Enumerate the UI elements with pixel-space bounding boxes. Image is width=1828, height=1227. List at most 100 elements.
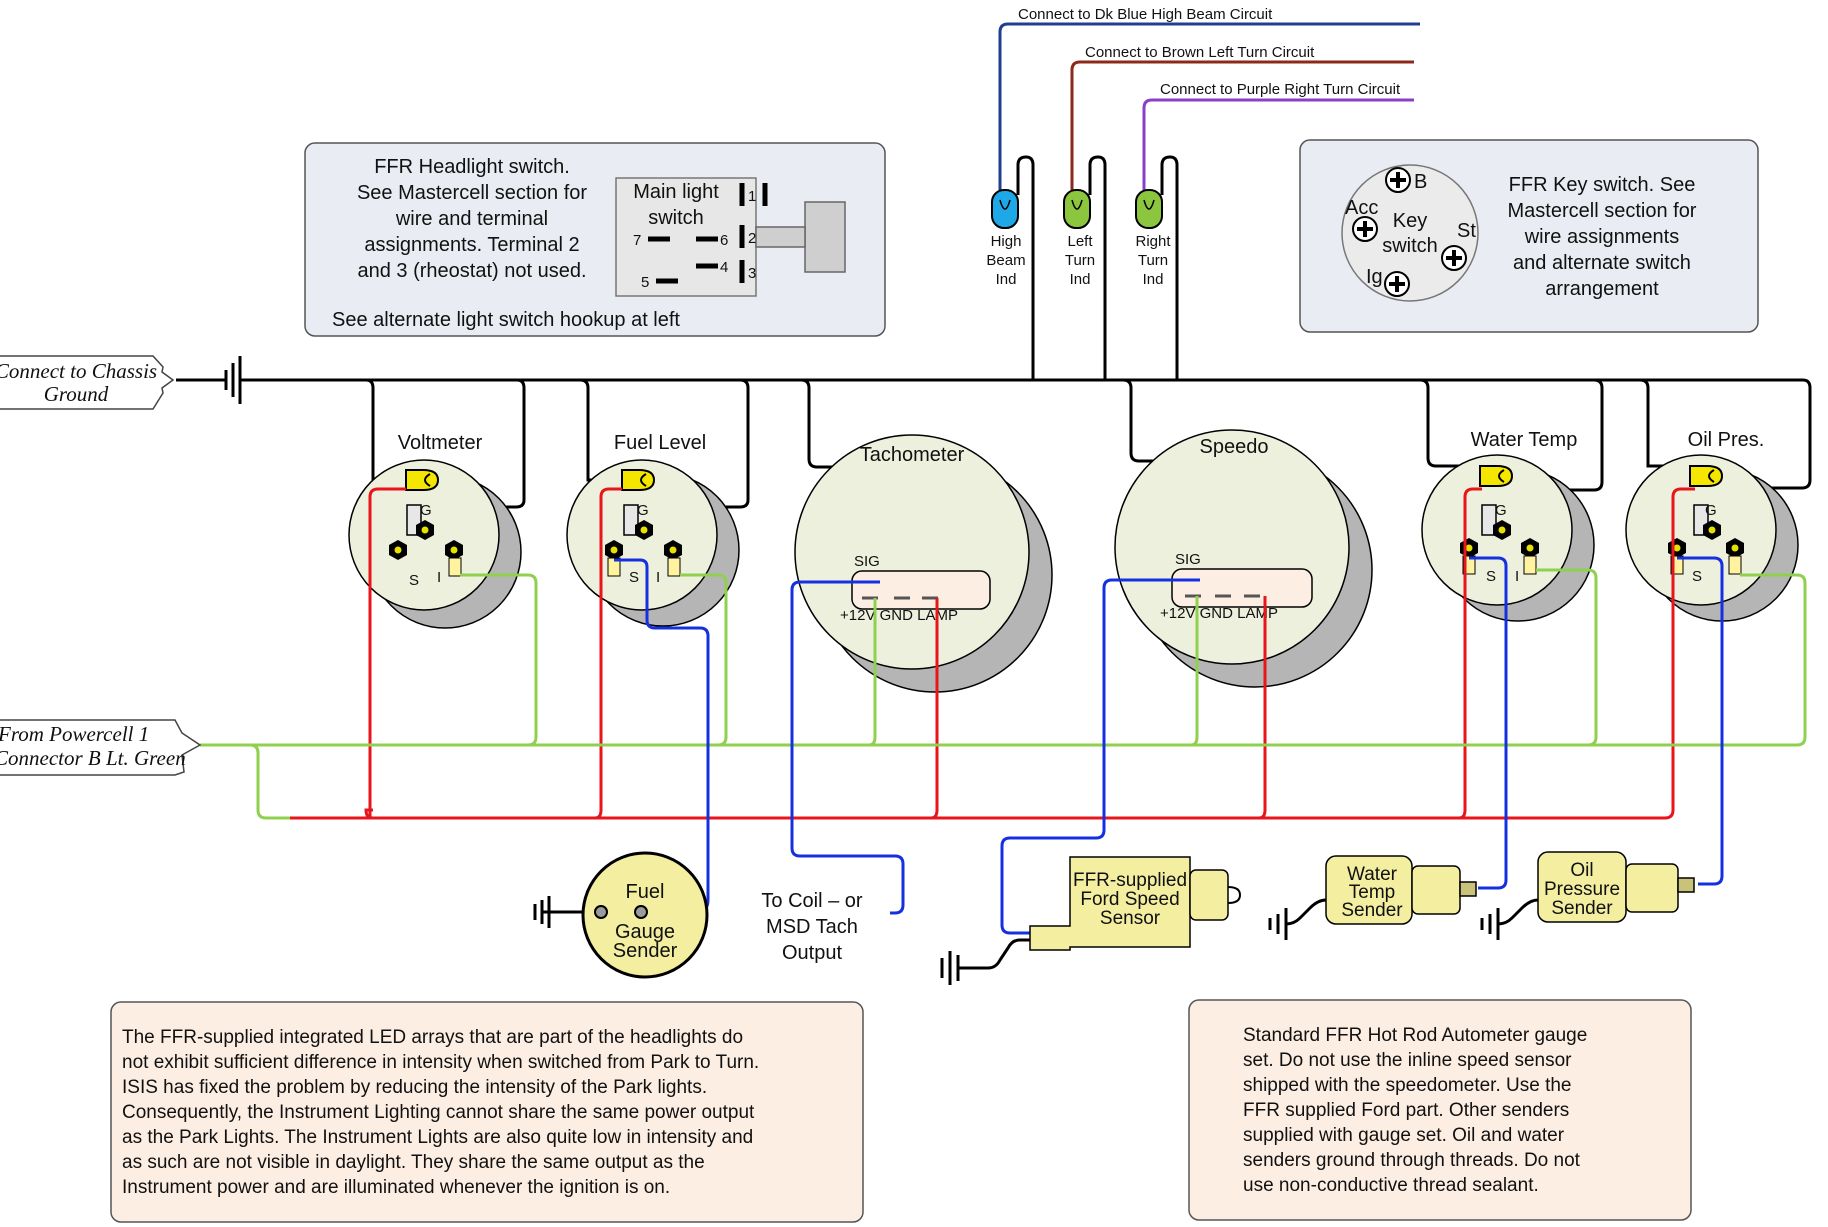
blue-signal-wires: [614, 556, 1724, 935]
voltmeter-lamp-icon: [405, 469, 440, 491]
voltmeter-g: G: [420, 502, 432, 519]
key-terminal-b-icon: [1385, 167, 1411, 193]
headlight-line-2: See Mastercell section for: [357, 182, 587, 204]
terminal-5: 5: [641, 274, 649, 291]
headlight-line-5: and 3 (rheostat) not used.: [357, 260, 586, 282]
gauge-water-temp-title: Water Temp: [1471, 429, 1578, 451]
key-switch-label-2: switch: [1382, 235, 1438, 257]
water-sender-label-3: Sender: [1341, 900, 1403, 921]
speed-sensor-ground-icon: [940, 951, 960, 985]
gauge-oil-pres: Oil Pres. G S I: [1625, 429, 1799, 622]
note-left-line-6: as such are not visible in daylight. The…: [122, 1152, 705, 1173]
terminal-3: 3: [748, 265, 756, 282]
headlight-line-4: assignments. Terminal 2: [364, 234, 579, 256]
key-pos-b: B: [1414, 171, 1427, 193]
key-terminal-acc-icon: [1352, 216, 1378, 242]
water-temp-g: G: [1495, 502, 1507, 519]
indicator-right-turn: Right Turn Ind: [1135, 155, 1179, 380]
chassis-ground-label-1: Connect to Chassis: [0, 359, 157, 383]
gauge-speedo: Speedo SIG +12V GND LAMP: [1114, 429, 1373, 688]
fuel-sender-label-3: Sender: [613, 940, 678, 962]
fuel-sender-label-1: Fuel: [626, 881, 665, 903]
fuel-sender-ground-icon: [533, 896, 570, 928]
right-turn-label-3: Ind: [1143, 271, 1164, 288]
note-right-line-3: shipped with the speedometer. Use the: [1243, 1075, 1571, 1096]
chassis-ground-callout: Connect to Chassis Ground: [0, 355, 290, 410]
fuel-level-lamp-icon: [621, 469, 656, 491]
chassis-ground-label-2: Ground: [44, 382, 109, 406]
note-left: The FFR-supplied integrated LED arrays t…: [110, 1001, 864, 1223]
note-right: Standard FFR Hot Rod Autometer gauge set…: [1188, 999, 1692, 1221]
terminal-4: 4: [720, 259, 728, 276]
left-turn-label-3: Ind: [1070, 271, 1091, 288]
ford-speed-sensor: FFR-supplied Ford Speed Sensor: [940, 856, 1242, 985]
water-temp-s: S: [1486, 568, 1496, 585]
left-turn-label-2: Turn: [1065, 252, 1095, 269]
note-left-line-5: as the Park Lights. The Instrument Light…: [122, 1127, 753, 1148]
red-power-bus: [290, 487, 1695, 820]
headlight-footer: See alternate light switch hookup at lef…: [332, 309, 680, 331]
left-turn-label-1: Left: [1067, 233, 1093, 250]
high-beam-label-1: High: [991, 233, 1022, 250]
fuel-level-i: I: [656, 569, 660, 586]
key-switch-box: Key switch B Acc St Ig FFR Key switch. S…: [1299, 139, 1759, 333]
purple-circuit-label: Connect to Purple Right Turn Circuit: [1160, 81, 1401, 98]
top-circuit-wires: Connect to Dk Blue High Beam Circuit Con…: [998, 6, 1420, 195]
indicator-high-beam: High Beam Ind: [986, 155, 1035, 380]
note-right-line-2: set. Do not use the inline speed sensor: [1243, 1050, 1572, 1071]
note-left-line-4: Consequently, the Instrument Lighting ca…: [122, 1102, 755, 1123]
key-pos-st: St: [1457, 220, 1476, 242]
oil-sender-label-1: Oil: [1570, 860, 1593, 881]
terminal-1: 1: [748, 188, 756, 205]
voltmeter-i: I: [437, 569, 441, 586]
key-line-4: and alternate switch: [1513, 252, 1691, 274]
gauge-voltmeter: Voltmeter G S I: [348, 432, 522, 629]
key-line-2: Mastercell section for: [1508, 200, 1697, 222]
water-temp-i: I: [1515, 568, 1519, 585]
coil-label-1: To Coil – or: [761, 890, 862, 912]
key-line-5: arrangement: [1545, 278, 1659, 300]
key-pos-ig: Ig: [1366, 266, 1383, 288]
right-turn-label-2: Turn: [1138, 252, 1168, 269]
voltmeter-s: S: [409, 572, 419, 589]
oil-pres-g: G: [1705, 502, 1717, 519]
key-switch-label-1: Key: [1393, 210, 1427, 232]
high-beam-label-3: Ind: [996, 271, 1017, 288]
coil-text: To Coil – or MSD Tach Output: [761, 890, 862, 964]
terminal-2: 2: [748, 230, 756, 247]
gauge-fuel-level-title: Fuel Level: [614, 432, 706, 454]
tachometer-sig: SIG: [854, 553, 880, 570]
note-left-line-2: not exhibit sufficient difference in int…: [122, 1052, 759, 1073]
gauge-tachometer-title: Tachometer: [860, 444, 965, 466]
note-left-line-3: ISIS has fixed the problem by reducing t…: [122, 1077, 707, 1098]
gauge-water-temp: Water Temp G S I: [1421, 429, 1595, 622]
powercell-label-1: From Powercell 1: [0, 722, 149, 746]
gauge-fuel-level: Fuel Level G S I: [566, 432, 740, 627]
coil-label-2: MSD Tach: [766, 916, 858, 938]
note-right-line-7: use non-conductive thread sealant.: [1243, 1175, 1539, 1196]
oil-sender-label-2: Pressure: [1544, 879, 1620, 900]
indicator-left-turn: Left Turn Ind: [1063, 155, 1107, 380]
fuel-level-g: G: [637, 502, 649, 519]
gauge-tachometer: Tachometer SIG +12V GND LAMP: [794, 434, 1053, 693]
key-terminal-st-icon: [1441, 245, 1467, 271]
oil-pres-s: S: [1692, 568, 1702, 585]
brown-circuit-label: Connect to Brown Left Turn Circuit: [1085, 44, 1315, 61]
note-left-line-1: The FFR-supplied integrated LED arrays t…: [122, 1027, 743, 1048]
key-line-3: wire assignments: [1524, 226, 1680, 248]
chassis-ground-icon: [176, 356, 290, 404]
note-right-line-4: FFR supplied Ford part. Other senders: [1243, 1100, 1569, 1121]
fuel-gauge-sender: Fuel Gauge Sender: [533, 851, 709, 979]
note-right-line-6: senders ground through threads. Do not: [1243, 1150, 1581, 1171]
terminal-7: 7: [633, 232, 641, 249]
speed-sensor-label-1: FFR-supplied: [1073, 870, 1187, 891]
coil-label-3: Output: [782, 942, 842, 964]
speed-sensor-label-3: Sensor: [1100, 908, 1161, 929]
speedo-sig: SIG: [1175, 551, 1201, 568]
right-turn-label-1: Right: [1135, 233, 1171, 250]
water-sender-ground-icon: [1268, 908, 1288, 940]
main-light-switch-label-1: Main light: [633, 181, 719, 203]
main-light-switch-label-2: switch: [648, 207, 704, 229]
oil-sender-ground-icon: [1480, 908, 1500, 940]
